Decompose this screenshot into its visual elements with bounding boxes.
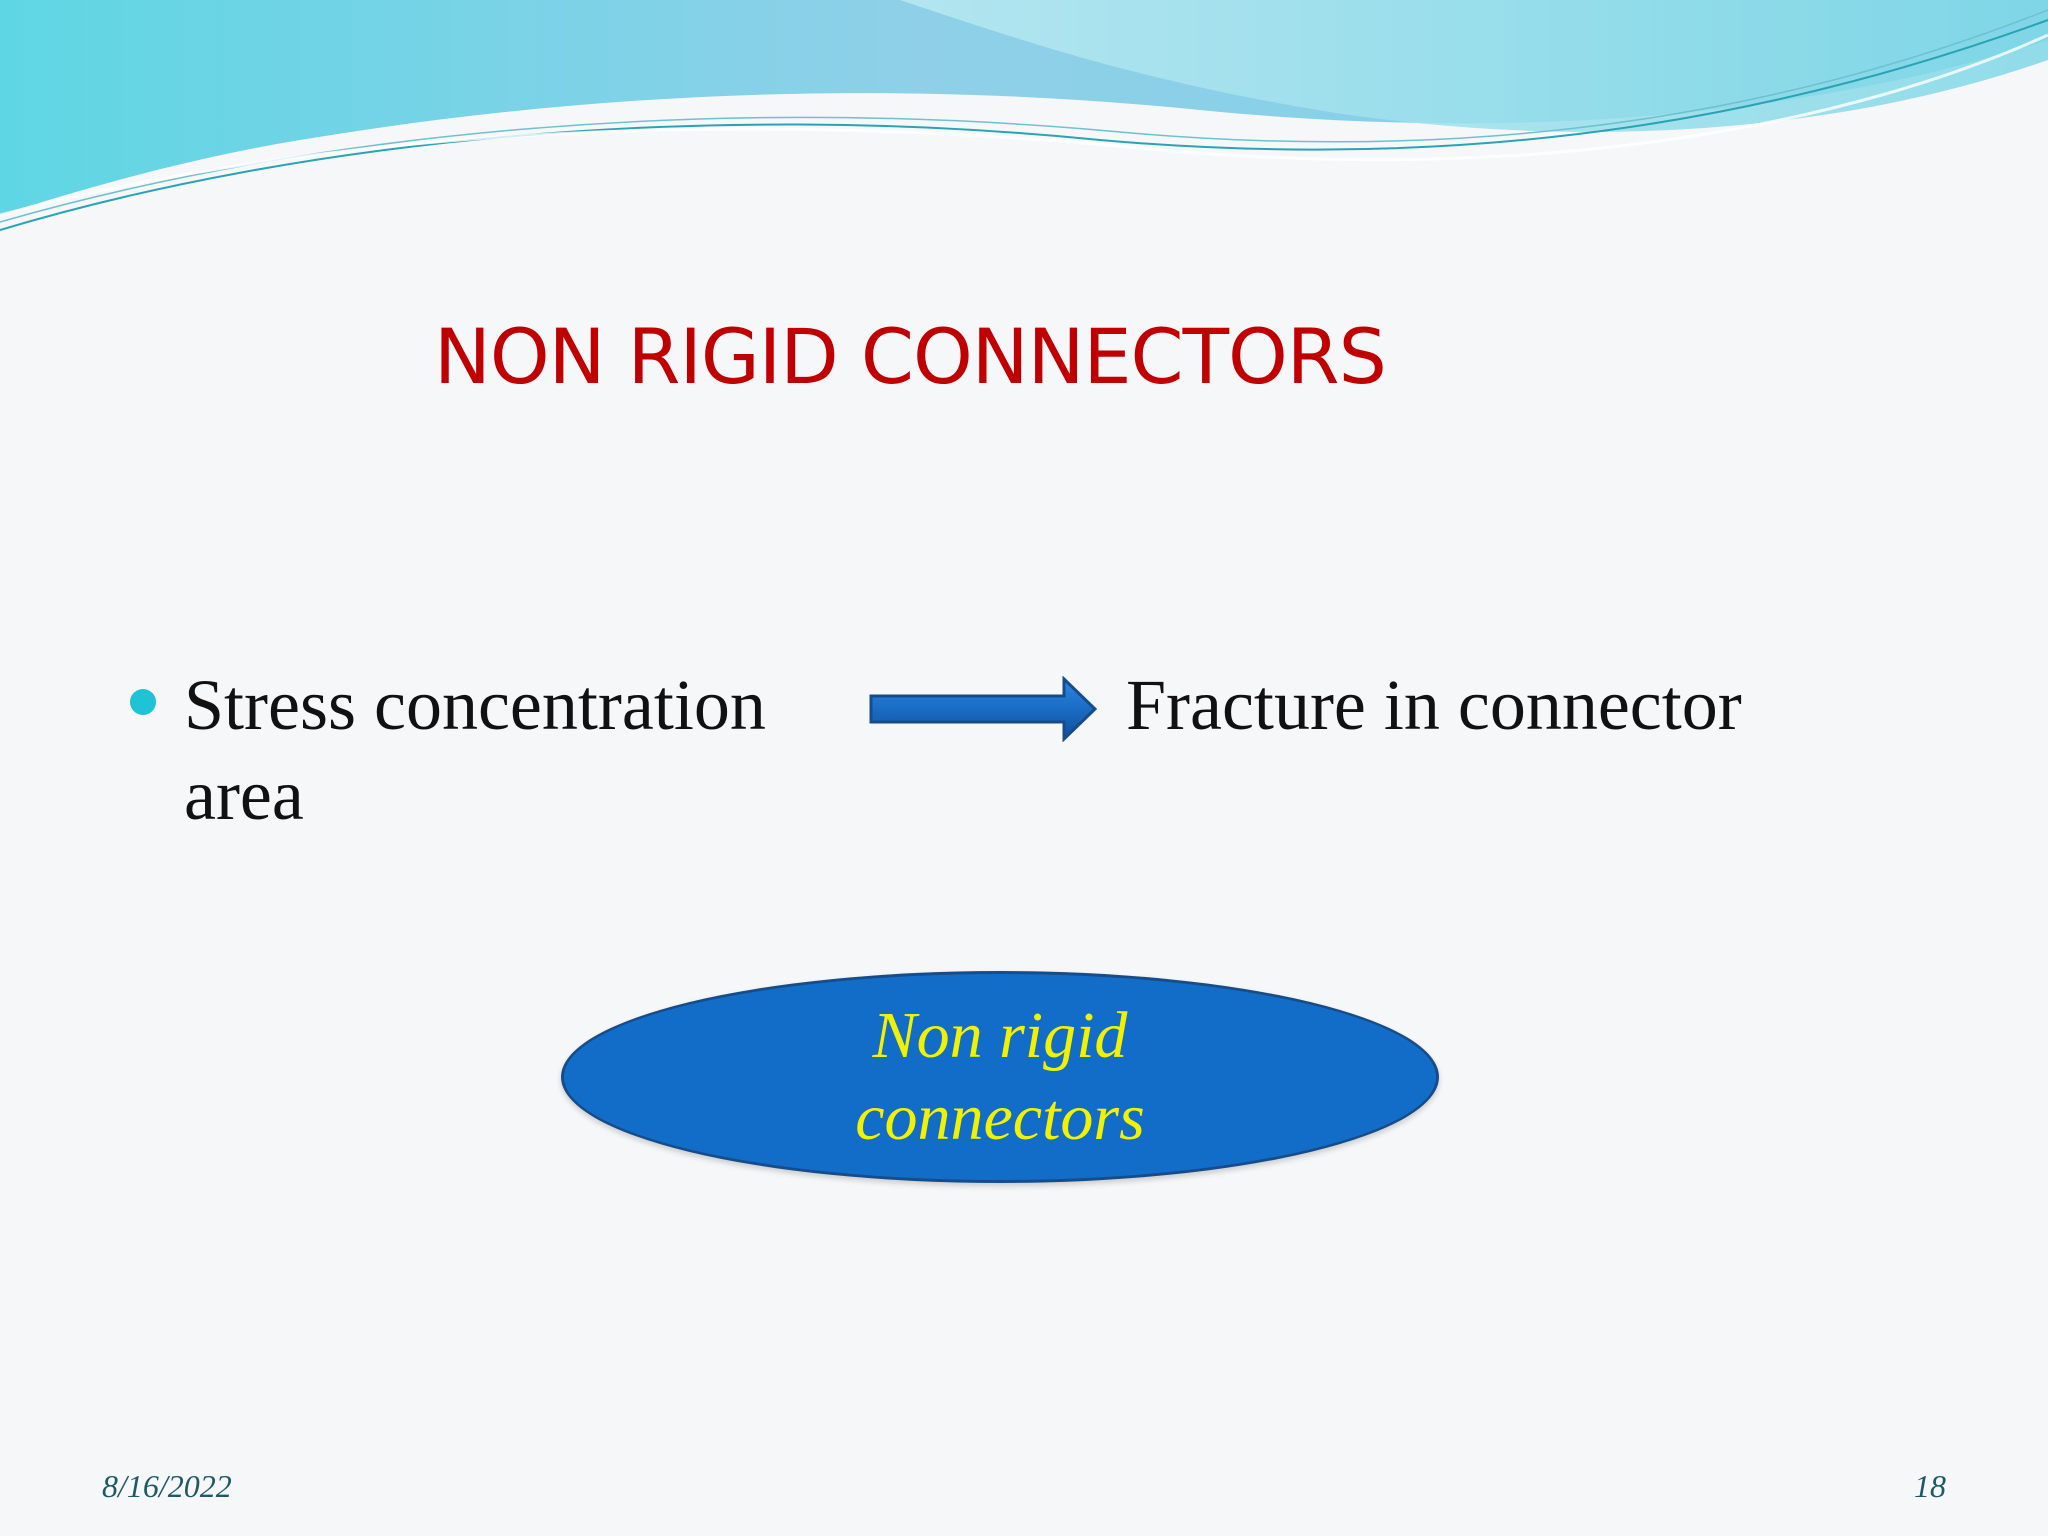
oval-line-2: connectors bbox=[855, 1081, 1145, 1154]
bullet-line-1: Stress concentration bbox=[184, 665, 766, 745]
footer-page-number: 18 bbox=[1914, 1468, 1946, 1504]
header-wave-decoration bbox=[0, 0, 2048, 231]
bullet-text: Stress concentration area bbox=[184, 660, 766, 840]
right-arrow-icon bbox=[869, 676, 1098, 742]
bullet-line-2: area bbox=[184, 755, 304, 835]
non-rigid-connectors-oval: Non rigid connectors bbox=[561, 971, 1439, 1183]
slide-title: NON RIGID CONNECTORS bbox=[434, 312, 1387, 401]
result-text: Fracture in connector bbox=[1126, 665, 1742, 745]
footer-date: 8/16/2022 bbox=[102, 1468, 232, 1504]
bullet-dot-icon bbox=[130, 689, 156, 715]
oval-line-1: Non rigid bbox=[872, 999, 1128, 1072]
